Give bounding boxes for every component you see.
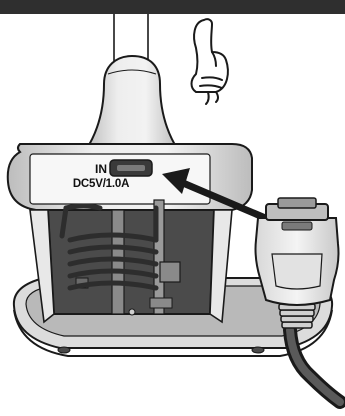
usb-connector-icon [256,198,341,402]
top-bar [0,0,345,14]
thumbs-up-hand-icon [192,19,228,104]
port-label-in: IN [56,163,146,175]
port-label-rating: DC5V/1.0A [56,179,146,191]
